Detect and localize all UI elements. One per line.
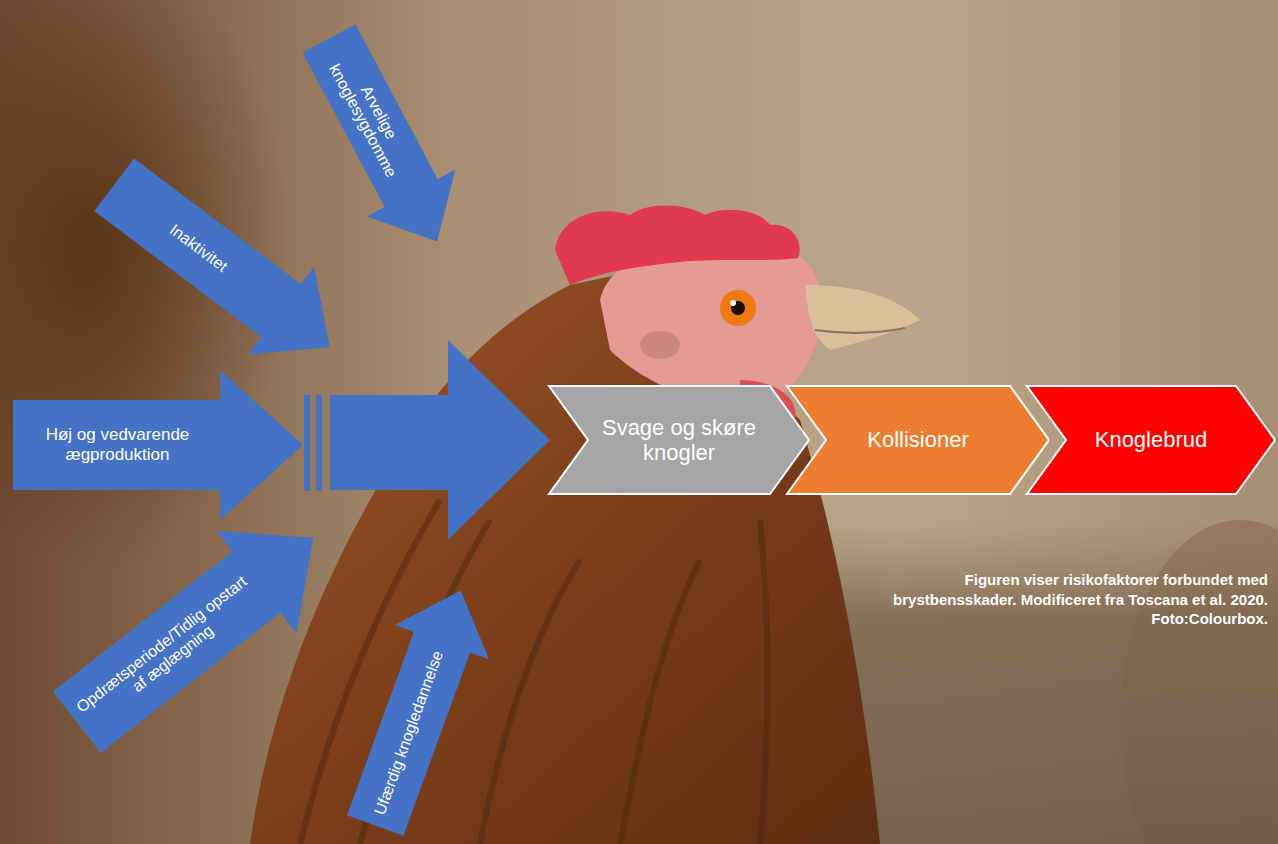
chevron-fill: [787, 386, 1049, 494]
chevron-step: Knoglebrud: [1026, 385, 1276, 495]
risk-arrow: Høj og vedvarende ægproduktion: [13, 370, 303, 520]
arrow-fill: [13, 370, 303, 520]
risk-arrow: Arvelige knoglesygdomme: [285, 15, 481, 265]
node-label: Opdrætsperiode/Tidlig opstart af æglægni…: [70, 570, 264, 733]
arrow-fill: [328, 573, 507, 842]
risk-arrow: Ufærdig knogledannelse: [328, 573, 507, 842]
node-label: Kollisioner: [834, 427, 1002, 452]
arrow-fill: [81, 141, 363, 391]
chevron-step: Kollisioner: [786, 385, 1050, 495]
figure-caption: Figuren viser risikofaktorer forbundet m…: [862, 570, 1268, 629]
node-label: Knoglebrud: [1074, 427, 1228, 452]
chevron-fill: [549, 386, 809, 494]
risk-arrow: Opdrætsperiode/Tidlig opstart af æglægni…: [37, 486, 353, 773]
arrow-fill: [285, 15, 481, 265]
arrow-fill: [37, 486, 353, 773]
node-label: Inaktivitet: [113, 181, 283, 315]
node-label: Svage og skøre knogler: [596, 415, 762, 466]
risk-arrow: Inaktivitet: [81, 141, 363, 391]
chevron-fill: [1027, 386, 1275, 494]
node-label: Høj og vedvarende ægproduktion: [19, 425, 216, 464]
chevron-step: Svage og skøre knogler: [548, 385, 810, 495]
